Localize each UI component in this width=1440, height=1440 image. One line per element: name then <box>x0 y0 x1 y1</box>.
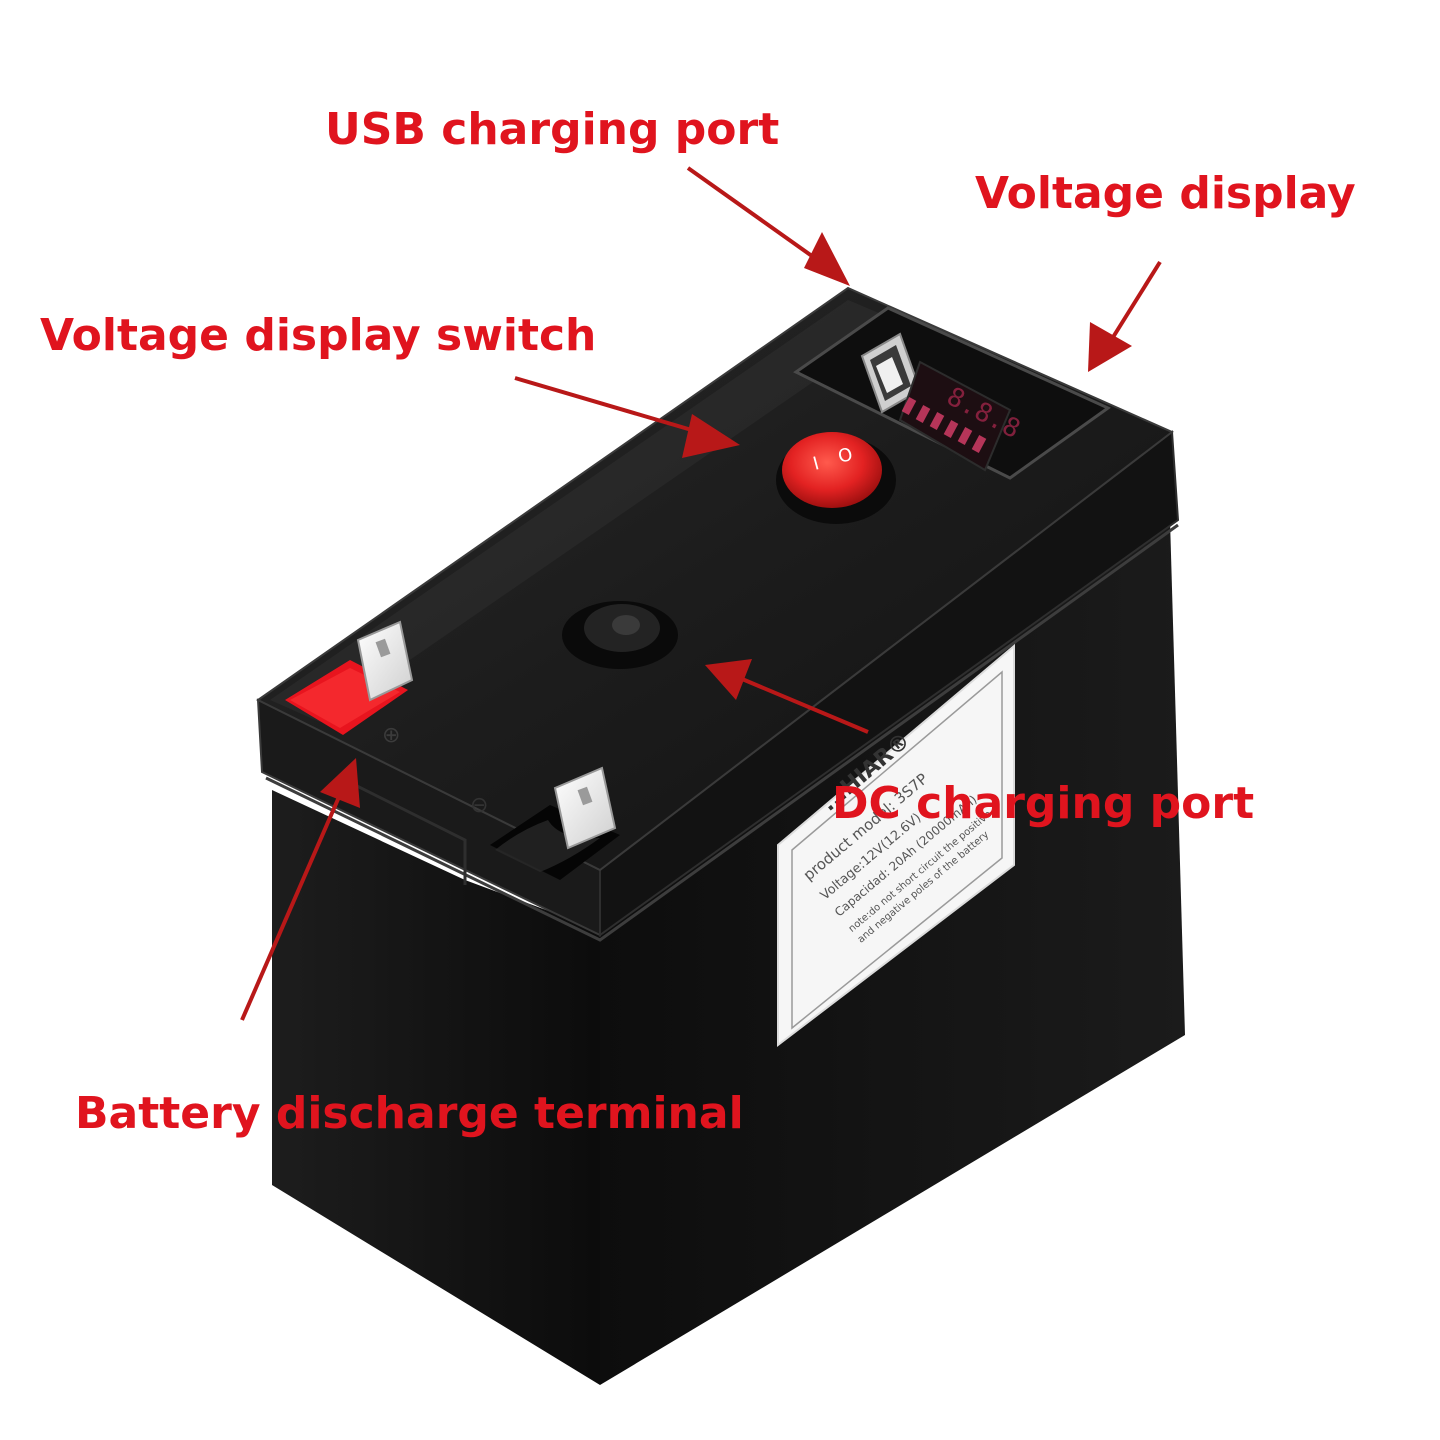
arrow-voltage-switch <box>514 376 740 458</box>
svg-text:⊖: ⊖ <box>470 793 488 818</box>
label-usb-charging-port: USB charging port <box>325 104 779 155</box>
svg-text:I: I <box>811 453 822 475</box>
arrow-discharge-terminal <box>240 758 360 1021</box>
arrow-usb-port <box>686 166 850 286</box>
label-voltage-display: Voltage display <box>975 168 1356 219</box>
usb-port[interactable] <box>860 332 922 414</box>
voltage-display-module: 8.8.8 <box>793 306 1111 480</box>
battery-front-face <box>272 790 600 1385</box>
dc-charging-port[interactable] <box>562 601 678 669</box>
label-battery-discharge-terminal: Battery discharge terminal <box>75 1088 744 1139</box>
callout-arrows <box>240 166 1162 1021</box>
label-voltage-display-switch: Voltage display switch <box>40 310 596 361</box>
arrow-voltage-display <box>1088 260 1162 372</box>
svg-text:⊕: ⊕ <box>382 723 400 748</box>
positive-terminal[interactable]: ⊕ <box>285 620 414 748</box>
negative-terminal-tab <box>553 766 617 850</box>
voltage-display-switch[interactable]: I O <box>776 432 896 524</box>
label-dc-charging-port: DC charging port <box>832 778 1254 829</box>
negative-terminal[interactable]: ⊖ <box>470 766 620 880</box>
callout-labels: USB charging port Voltage display Voltag… <box>40 104 1356 1139</box>
svg-text:O: O <box>836 444 855 468</box>
positive-terminal-tab <box>356 620 414 702</box>
arrow-dc-port <box>705 659 869 734</box>
